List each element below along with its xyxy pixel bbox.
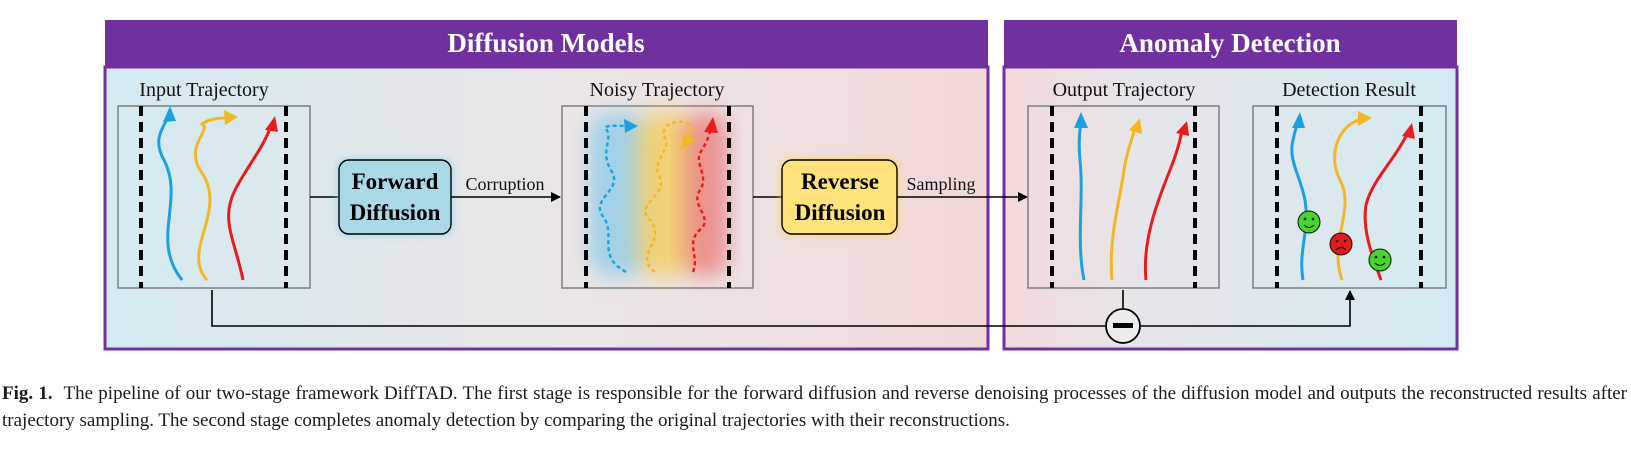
diffusion-models-title: Diffusion Models [447, 28, 644, 58]
figure-caption-text: The pipeline of our two-stage framework … [2, 383, 1627, 431]
output-trajectory-label: Output Trajectory [1053, 79, 1196, 101]
anomaly-detection-title: Anomaly Detection [1119, 28, 1340, 58]
sampling-arrow: Sampling [897, 174, 1028, 202]
anomaly-detection-panel: Anomaly Detection [1002, 20, 1459, 351]
sad-face-icon [1329, 232, 1353, 256]
reverse-diffusion-box: Reverse Diffusion [779, 157, 900, 237]
detection-result-label: Detection Result [1282, 79, 1416, 101]
detection-result-box: Detection Result [1252, 79, 1447, 289]
figure-caption: Fig. 1. The pipeline of our two-stage fr… [2, 380, 1627, 434]
forward-diffusion-line2: Diffusion [350, 200, 441, 225]
residual-connection [211, 290, 1355, 327]
forward-diffusion-line1: Forward [352, 169, 439, 194]
corruption-label: Corruption [466, 174, 545, 194]
smiley-face-icon [1297, 210, 1321, 234]
reverse-diffusion-line2: Diffusion [795, 200, 886, 225]
pipeline-diagram: Diffusion Models Anomaly Detection Input… [103, 20, 1459, 351]
minus-operator-icon [1105, 308, 1141, 344]
output-trajectory-box: Output Trajectory [1027, 79, 1220, 289]
forward-diffusion-box: Forward Diffusion [336, 157, 454, 237]
reverse-diffusion-line1: Reverse [801, 169, 879, 194]
figure-label: Fig. 1. [2, 383, 53, 404]
input-trajectory-label: Input Trajectory [139, 79, 268, 101]
noisy-trajectory-box: Noisy Trajectory [561, 79, 754, 289]
smiley-face-icon [1368, 248, 1392, 272]
noisy-trajectory-label: Noisy Trajectory [590, 79, 725, 101]
corruption-arrow: Corruption [451, 174, 561, 202]
sampling-label: Sampling [906, 174, 975, 194]
